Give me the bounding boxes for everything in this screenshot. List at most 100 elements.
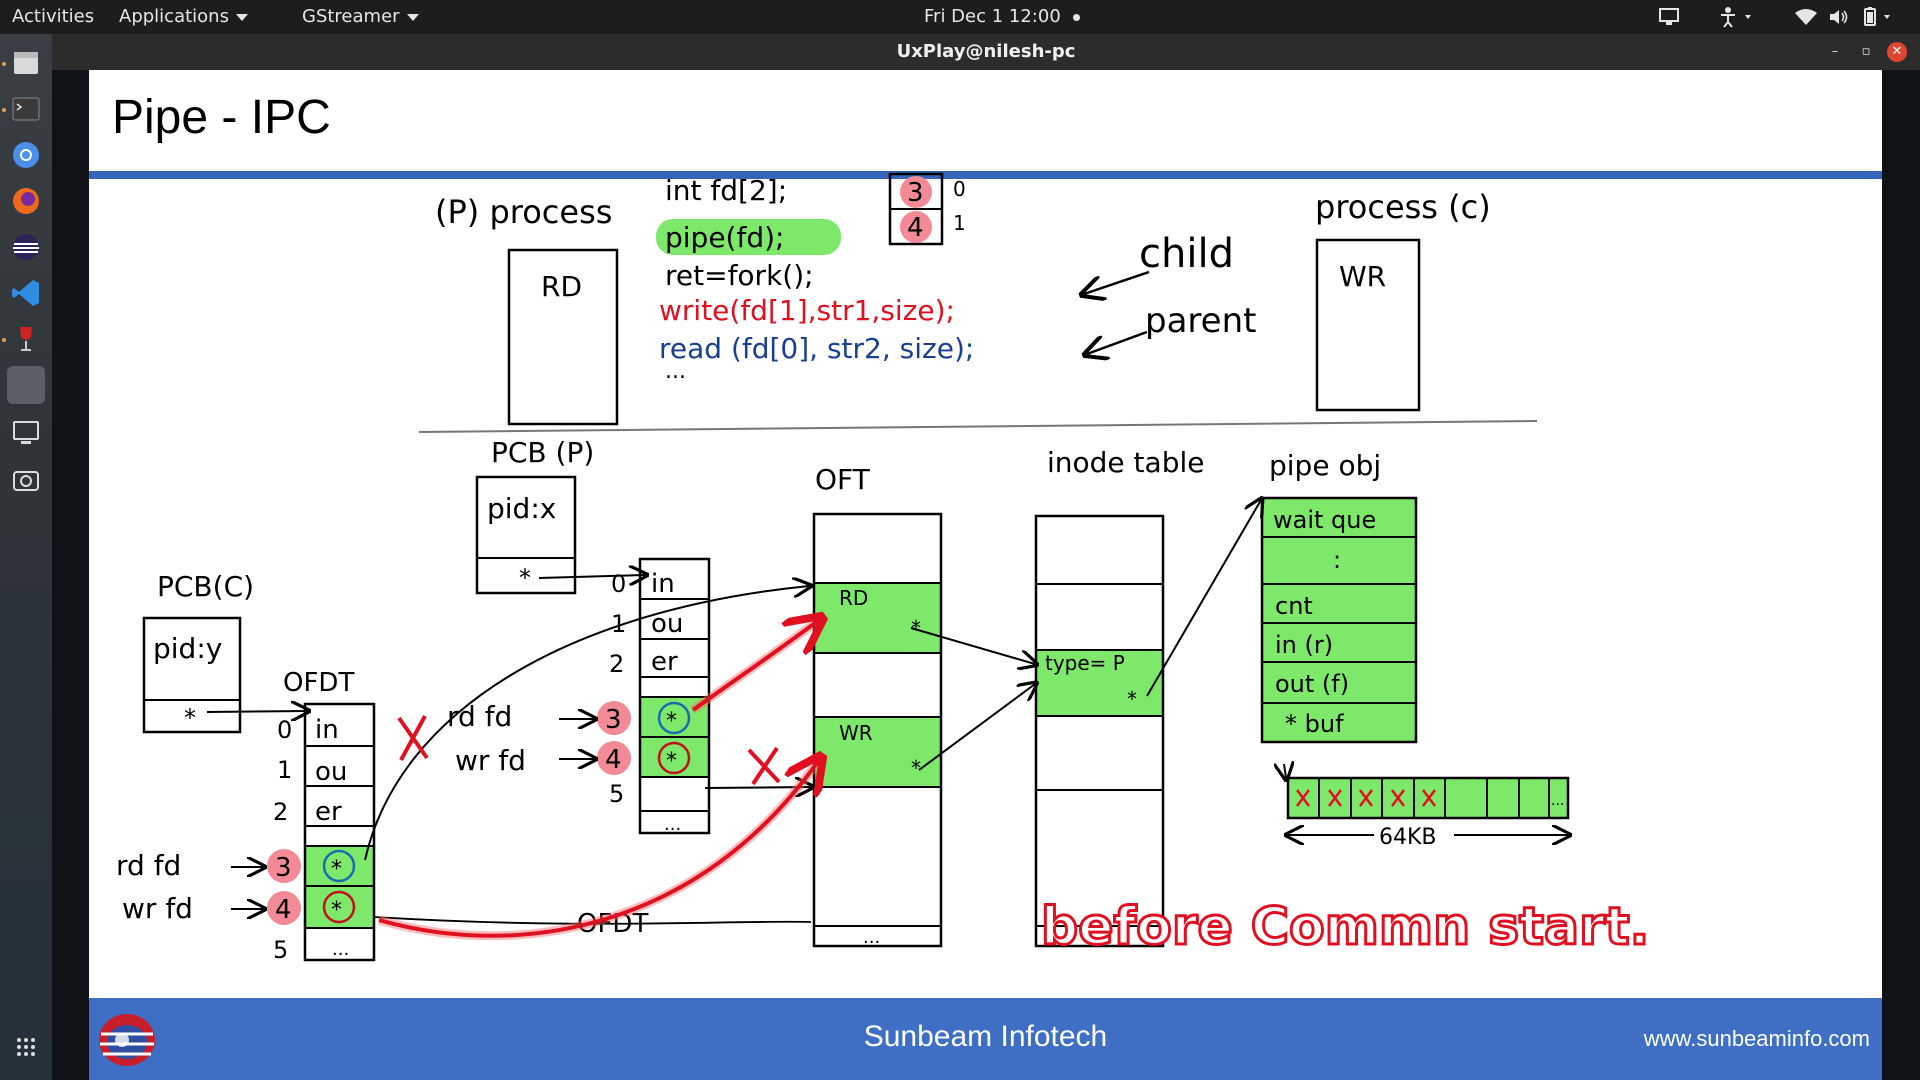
oft-rd-entry xyxy=(814,583,941,653)
pipeobj-label: pipe obj xyxy=(1269,449,1381,482)
cross-mark-left xyxy=(397,715,429,761)
volume-icon[interactable] xyxy=(1828,8,1850,26)
pipe-highlight xyxy=(656,219,841,255)
oft-label: OFT xyxy=(815,463,871,496)
clock-label: Fri Dec 1 12:00 xyxy=(924,6,1061,27)
pipe-field: * buf xyxy=(1285,710,1344,738)
pcb-p-pid: pid:x xyxy=(487,492,556,525)
app-menu[interactable]: GStreamer xyxy=(302,0,419,34)
parent-process-label: (P) process xyxy=(435,193,612,231)
terminal-icon[interactable] xyxy=(7,90,45,128)
inode-entry xyxy=(1036,650,1163,716)
ofdt-c-label: OFDT xyxy=(283,668,354,698)
wine-icon[interactable] xyxy=(7,320,45,358)
row-index: 0 xyxy=(611,570,626,598)
screenshot-icon[interactable] xyxy=(7,462,45,500)
cross-mark-right xyxy=(747,746,781,786)
wifi-icon[interactable] xyxy=(1794,8,1818,26)
display-icon[interactable] xyxy=(7,414,45,452)
footer-url[interactable]: www.sunbeaminfo.com xyxy=(1643,1026,1870,1051)
window-titlebar[interactable]: UxPlay@nilesh-pc – ▫ ✕ xyxy=(52,34,1920,70)
chevron-down-icon xyxy=(235,13,248,21)
inode-type: type= P xyxy=(1045,651,1125,675)
note-parent: parent xyxy=(1145,301,1256,341)
pipe-field: out (f) xyxy=(1275,670,1349,698)
oft-wr-entry xyxy=(814,717,941,787)
child-process-label: process (c) xyxy=(1315,188,1491,226)
inode-table xyxy=(1034,514,1165,948)
pcb-c-box xyxy=(142,616,242,734)
wrfd-label: wr fd xyxy=(455,744,526,777)
fd-value: 4 xyxy=(907,213,924,243)
oft-rd-text: RD xyxy=(839,586,868,610)
uxplay-icon[interactable] xyxy=(7,366,45,404)
accessibility-icon[interactable] xyxy=(1718,6,1758,28)
show-apps-icon[interactable] xyxy=(7,1028,45,1066)
note-child: child xyxy=(1139,231,1234,277)
row-index: 2 xyxy=(273,798,288,826)
firefox-icon[interactable] xyxy=(7,182,45,220)
parent-box-text: RD xyxy=(541,270,582,303)
code-line: pipe(fd); xyxy=(665,221,784,254)
clock[interactable]: Fri Dec 1 12:00 xyxy=(924,0,1080,34)
chrome-icon[interactable] xyxy=(7,136,45,174)
rdfd-label: rd fd xyxy=(116,849,181,882)
ellipsis: ... xyxy=(664,814,681,835)
row-index: 1 xyxy=(277,756,292,784)
applications-label: Applications xyxy=(119,6,229,27)
fd-index: 1 xyxy=(953,211,966,235)
window-title: UxPlay@nilesh-pc xyxy=(896,41,1076,62)
pcb-c-pid: pid:y xyxy=(153,632,222,665)
minimize-icon[interactable]: – xyxy=(1831,44,1839,59)
ellipsis: ... xyxy=(863,927,880,948)
code-line-write: write(fd[1],str1,size); xyxy=(659,294,955,327)
activities-button[interactable]: Activities xyxy=(12,6,95,27)
ofdt-row-text: ou xyxy=(315,757,347,787)
pointer-star: * xyxy=(911,756,921,780)
slide-footer: Sunbeam Infotech www.sunbeaminfo.com xyxy=(89,998,1882,1080)
row-index: 1 xyxy=(611,610,626,638)
slide: Pipe - IPC (P) process RD int fd[2]; pip… xyxy=(89,70,1882,1080)
pcb-p-label: PCB (P) xyxy=(491,436,594,469)
maximize-icon[interactable]: ▫ xyxy=(1861,44,1871,59)
row-index: 5 xyxy=(273,936,288,964)
footer-company: Sunbeam Infotech xyxy=(863,1020,1108,1053)
app-menu-label: GStreamer xyxy=(302,6,400,27)
pcb-c-label: PCB(C) xyxy=(157,570,254,603)
files-icon[interactable] xyxy=(7,44,45,82)
pointer-star: * xyxy=(1127,687,1137,711)
row-index: 5 xyxy=(609,780,624,808)
pipe-field: in (r) xyxy=(1275,631,1333,659)
pipe-field: cnt xyxy=(1275,592,1313,620)
pipe-object xyxy=(1260,496,1418,744)
ofdt-row-text: er xyxy=(651,647,678,677)
close-icon[interactable]: ✕ xyxy=(1887,42,1907,62)
slide-title: Pipe - IPC xyxy=(112,91,331,144)
pointer-star: * xyxy=(331,898,342,923)
oft-wr-text: WR xyxy=(839,721,873,745)
eclipse-icon[interactable] xyxy=(7,228,45,266)
inode-label: inode table xyxy=(1047,446,1204,479)
title-rule xyxy=(89,171,1882,179)
divider xyxy=(418,420,1538,433)
applications-menu[interactable]: Applications xyxy=(119,0,248,34)
pipe-field: : xyxy=(1333,546,1341,574)
rdfd-label: rd fd xyxy=(447,700,512,733)
oft-table xyxy=(812,512,943,948)
fd-value: 3 xyxy=(275,853,292,883)
notification-dot-icon xyxy=(1072,13,1080,21)
pointer-star: * xyxy=(331,857,342,882)
fd-index: 0 xyxy=(953,177,966,201)
running-indicator xyxy=(2,108,6,112)
battery-icon[interactable] xyxy=(1862,6,1898,28)
ofdt-row-text: in xyxy=(651,569,675,599)
pointer-star: * xyxy=(519,564,531,592)
vscode-icon[interactable] xyxy=(7,274,45,312)
row-index: 2 xyxy=(609,650,624,678)
pointer-star: * xyxy=(911,616,921,640)
ofdt-row-text: er xyxy=(315,797,342,827)
screen-icon[interactable] xyxy=(1658,7,1680,27)
pointer-star: * xyxy=(184,704,196,732)
row-index: 0 xyxy=(277,716,292,744)
pipe-field: wait que xyxy=(1273,506,1376,534)
